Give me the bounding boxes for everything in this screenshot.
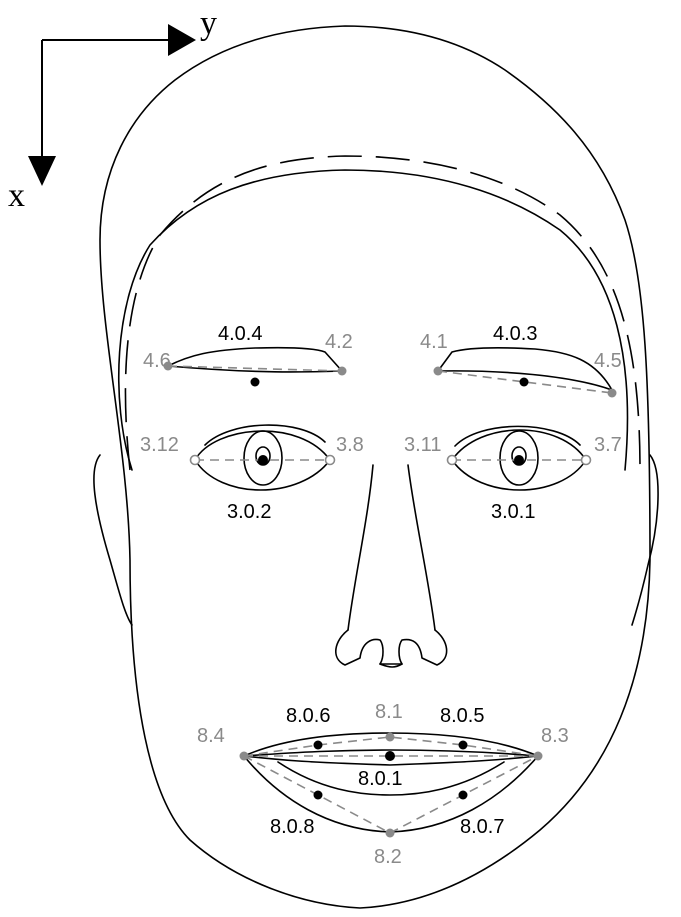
label-8-0-5: 8.0.5 [440, 705, 484, 727]
point-8-0-5 [459, 741, 468, 750]
label-3-12: 3.12 [140, 434, 179, 456]
point-8-2 [386, 829, 395, 838]
point-4-0-4 [251, 378, 260, 387]
label-4-5: 4.5 [594, 350, 622, 372]
label-8-2: 8.2 [374, 846, 402, 868]
eyebrow-right-shape [168, 348, 342, 372]
point-8-3 [534, 752, 543, 761]
label-3-0-2: 3.0.2 [227, 501, 271, 523]
point-4-2 [338, 367, 347, 376]
point-8-1 [386, 733, 395, 742]
label-8-0-8: 8.0.8 [270, 816, 314, 838]
point-8-4 [240, 752, 249, 761]
eye-right-lid [205, 425, 325, 445]
hairline [119, 170, 628, 470]
label-3-8: 3.8 [336, 434, 364, 456]
ear-right [94, 455, 132, 625]
axes: y x [8, 5, 217, 214]
y-axis-label: y [200, 5, 217, 42]
point-3-7 [582, 456, 591, 465]
eye-right [191, 425, 335, 490]
point-4-5 [608, 389, 617, 398]
point-4-0-3 [520, 378, 529, 387]
label-8-0-1: 8.0.1 [358, 768, 402, 790]
point-8-0-8 [314, 791, 323, 800]
point-3-0-2 [258, 455, 268, 465]
label-3-0-1: 3.0.1 [491, 501, 535, 523]
label-8-3: 8.3 [541, 725, 569, 747]
point-4-1 [434, 367, 443, 376]
label-8-0-6: 8.0.6 [286, 705, 330, 727]
label-4-2: 4.2 [325, 331, 353, 353]
point-8-0-7 [459, 791, 468, 800]
nose [336, 465, 447, 667]
eyebrow-right [164, 348, 347, 387]
x-axis-arrowhead [28, 156, 56, 186]
label-3-7: 3.7 [594, 434, 622, 456]
label-8-4: 8.4 [197, 725, 225, 747]
x-axis-label: x [8, 177, 25, 214]
label-3-11: 3.11 [404, 434, 441, 456]
label-4-0-3: 4.0.3 [493, 323, 537, 345]
landmark-labels: 4.0.4 4.2 4.6 4.0.3 4.1 4.5 3.12 3.8 3.0… [140, 323, 622, 868]
label-4-0-4: 4.0.4 [218, 323, 262, 345]
point-8-0-6 [314, 741, 323, 750]
point-3-0-1 [514, 455, 524, 465]
label-4-1: 4.1 [420, 331, 448, 353]
point-3-11 [448, 456, 457, 465]
nostrils [336, 630, 447, 665]
point-3-8 [326, 456, 335, 465]
eye-left [448, 426, 591, 490]
point-3-12 [191, 456, 200, 465]
point-8-0-1 [385, 751, 395, 761]
y-axis-arrowhead [168, 24, 196, 56]
eyebrow-left [434, 348, 617, 398]
label-8-1: 8.1 [375, 701, 403, 723]
nose-bridge-left [408, 465, 435, 630]
nose-bridge-right [348, 465, 373, 630]
label-4-6: 4.6 [143, 350, 171, 372]
ear-left [632, 455, 658, 625]
label-8-0-7: 8.0.7 [460, 816, 504, 838]
